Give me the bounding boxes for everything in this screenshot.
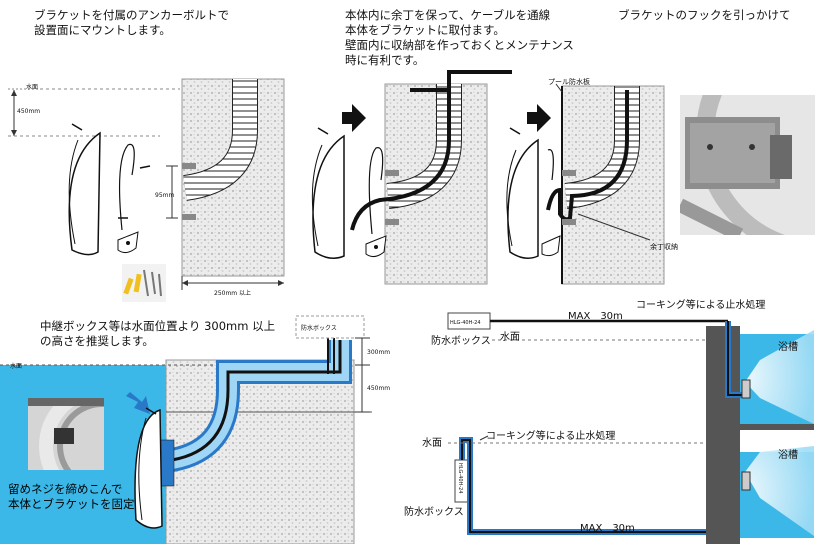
light-body-icon [68, 131, 101, 256]
water-surface-label: 水面 [26, 84, 39, 91]
screw-icon [509, 127, 521, 135]
dim-450-label: 450mm [17, 108, 41, 115]
screw-icon [139, 165, 151, 169]
caption-step2: 本体内に余丁を保って、ケーブルを通線 本体をブラケットに取付ます。 壁面内に収納… [345, 8, 574, 67]
anchor-bolt [182, 214, 196, 220]
wall-section [706, 440, 740, 544]
bracket-icon [118, 143, 135, 231]
screw-icon [145, 407, 157, 415]
arrow-icon [126, 392, 150, 414]
max-30m-label: MAX 30m [568, 311, 623, 322]
bracket-hook-photo [680, 95, 815, 235]
waterproof-box [295, 315, 365, 339]
slack-storage-label: 余丁収納 [650, 243, 678, 251]
leader-line [577, 213, 651, 241]
waterproof-box-label-3: 防水ボックス [404, 507, 464, 518]
panel-step2 [311, 70, 512, 285]
light-body-icon [507, 138, 539, 259]
caulking-label-2: コーキング等による止水処理 [486, 431, 616, 442]
dim-300-label: 300mm [367, 349, 391, 356]
anchor-bolt [182, 163, 196, 169]
device-tag-label-2: HLG-40H-24 [457, 463, 463, 494]
device-tag-label: HLG-40H-24 [450, 320, 481, 326]
panel-step3 [506, 83, 665, 285]
water-surface-label-2: 水面 [10, 363, 23, 370]
anchor-kit-photo [122, 264, 166, 302]
bracket-icon [368, 147, 384, 235]
water-surface-label-3: 水面 [500, 332, 520, 343]
caption-step1: ブラケットを付属のアンカーボルトで 設置面にマウントします。 [34, 8, 230, 37]
dim-450-label-2: 450mm [367, 385, 391, 392]
max-30m-label-2: MAX 30m [580, 523, 635, 534]
screw-tighten-photo [28, 398, 104, 470]
caption-junction: 中継ボックス等は水面位置より 300mm 以上 の高さを推奨します。 [40, 319, 276, 348]
waterproof-box-label-2: 防水ボックス [431, 336, 491, 347]
water-surface-label-4: 水面 [422, 438, 442, 449]
caulking-label: コーキング等による止水処理 [636, 300, 766, 311]
panel-step1 [8, 78, 285, 290]
arrow-right-icon [527, 104, 551, 132]
cable [459, 437, 745, 535]
dim-250-label: 250mm 以上 [214, 290, 252, 297]
dim-95-label: 95mm [155, 192, 175, 199]
screw-icon [71, 123, 83, 131]
pool-waterproof-board-label: プール防水板 [548, 78, 590, 86]
screw-icon [317, 127, 329, 135]
bracket-icon [547, 148, 554, 181]
screw-icon [54, 428, 74, 444]
cable [350, 90, 451, 231]
arrow-right-icon [342, 104, 366, 132]
bathtub-label: 浴槽 [778, 342, 798, 353]
light-beam [745, 446, 814, 536]
caption-step3: ブラケットのフックを引っかけて [618, 8, 791, 22]
waterproof-box-label: 防水ボックス [301, 325, 337, 332]
light-beam [745, 330, 814, 424]
panel-bathtub-bottom [448, 435, 814, 544]
light-body-icon [312, 134, 345, 259]
caption-screw: 留めネジを締めこんで 本体とブラケットを固定 [8, 482, 135, 511]
bathtub-label-2: 浴槽 [778, 450, 798, 461]
panel-junction [0, 315, 372, 544]
